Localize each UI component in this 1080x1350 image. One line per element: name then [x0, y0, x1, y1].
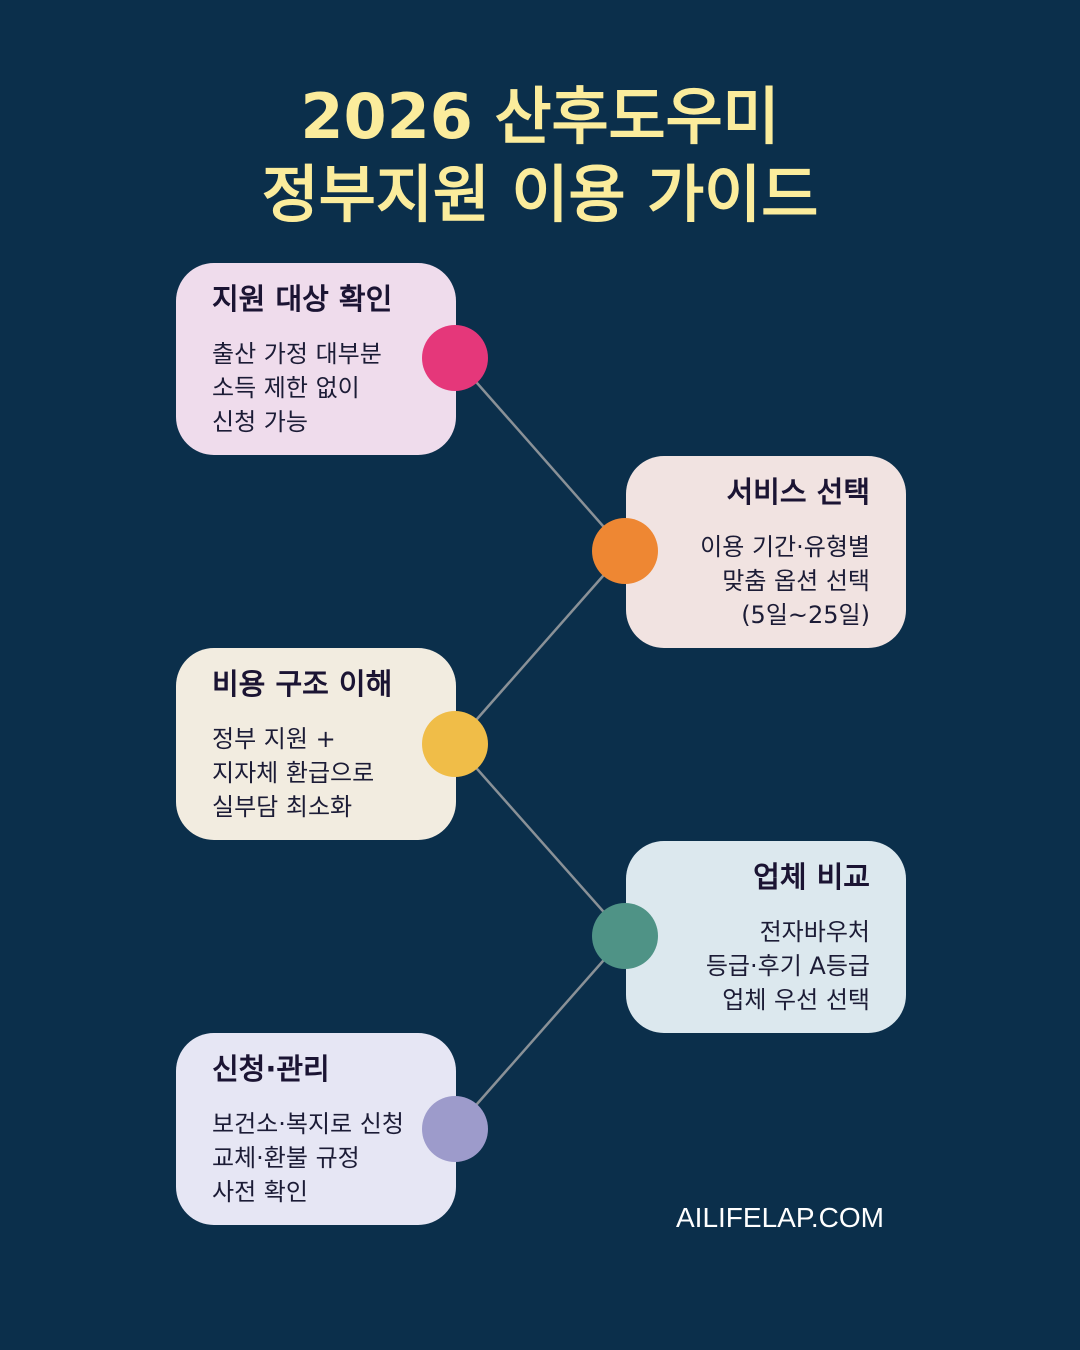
step-text-line: 맞춤 옵션 선택	[722, 567, 870, 595]
step-card-compare: 업체 비교 전자바우처 등급·후기 A등급 업체 우선 선택	[626, 841, 906, 1033]
step-text-line: 이용 기간·유형별	[700, 533, 870, 561]
step-text-line: 소득 제한 없이	[212, 374, 360, 402]
step-card-apply: 신청·관리 보건소·복지로 신청 교체·환불 규정 사전 확인	[176, 1033, 456, 1225]
step-heading: 비용 구조 이해	[212, 667, 393, 701]
connector-1-2	[454, 357, 626, 552]
step-text-line: 전자바우처	[759, 918, 870, 946]
step-card-service: 서비스 선택 이용 기간·유형별 맞춤 옵션 선택 (5일~25일)	[626, 456, 906, 648]
step-text-line: 실부담 최소화	[212, 793, 353, 821]
step-text-line: 정부 지원 +	[212, 725, 336, 753]
step-text-line: 등급·후기 A등급	[705, 952, 870, 980]
step-dot-3	[422, 711, 488, 777]
connector-2-3	[454, 550, 626, 745]
connector-4-5	[454, 935, 626, 1130]
step-dot-5	[422, 1096, 488, 1162]
step-heading: 지원 대상 확인	[212, 282, 393, 316]
title-line-1: 2026 산후도우미	[300, 80, 780, 153]
step-text-line: 출산 가정 대부분	[212, 340, 382, 368]
site-url: AILIFELAP.COM	[676, 1202, 885, 1233]
step-dot-1	[422, 325, 488, 391]
step-text-line: 보건소·복지로 신청	[212, 1110, 404, 1138]
step-card-eligibility: 지원 대상 확인 출산 가정 대부분 소득 제한 없이 신청 가능	[176, 263, 456, 455]
step-heading: 업체 비교	[753, 860, 870, 894]
step-dot-4	[592, 903, 658, 969]
step-text-line: 사전 확인	[212, 1178, 308, 1206]
step-heading: 신청·관리	[212, 1052, 330, 1086]
step-card-cost: 비용 구조 이해 정부 지원 + 지자체 환급으로 실부담 최소화	[176, 648, 456, 840]
step-text-line: 업체 우선 선택	[722, 986, 870, 1014]
step-text-line: 지자체 환급으로	[212, 759, 375, 787]
step-heading: 서비스 선택	[726, 475, 871, 509]
step-text-line: 교체·환불 규정	[212, 1144, 360, 1172]
connector-3-4	[454, 743, 626, 937]
step-text-line: 신청 가능	[212, 408, 308, 436]
page-title: 2026 산후도우미 정부지원 이용 가이드	[0, 78, 1080, 234]
step-text-line: (5일~25일)	[741, 601, 870, 629]
step-dot-2	[592, 518, 658, 584]
title-line-2: 정부지원 이용 가이드	[261, 158, 819, 231]
